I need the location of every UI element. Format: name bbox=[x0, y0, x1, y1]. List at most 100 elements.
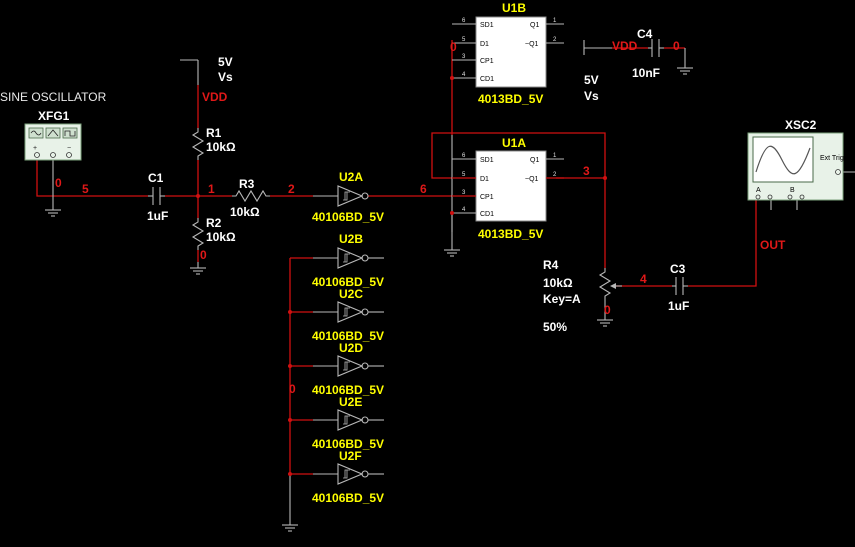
svg-text:1: 1 bbox=[553, 153, 557, 159]
u2e-ref: U2E bbox=[339, 395, 362, 409]
u2a-ref: U2A bbox=[339, 170, 363, 184]
resistor-r2[interactable]: R2 10kΩ bbox=[191, 216, 236, 250]
u2b-part: 40106BD_5V bbox=[312, 275, 384, 289]
xsc2-b-label: B bbox=[790, 187, 795, 194]
r4-key: Key=A bbox=[543, 292, 581, 306]
r4-setting: 50% bbox=[543, 320, 567, 334]
svg-text:SD1: SD1 bbox=[480, 157, 494, 164]
flip-flop-u1b[interactable]: 6 5 3 4 1 2 SD1 D1 CP1 CD1 Q1 ~Q1 U1B 40… bbox=[452, 1, 564, 106]
svg-text:−: − bbox=[67, 145, 71, 152]
r2-value: 10kΩ bbox=[206, 230, 236, 244]
c4-ref: C4 bbox=[637, 27, 653, 41]
xsc2-a-label: A bbox=[756, 187, 761, 194]
inverter-u2a[interactable]: U2A 40106BD_5V bbox=[312, 170, 384, 224]
svg-text:0: 0 bbox=[604, 303, 611, 317]
vdd-net-label: VDD bbox=[202, 90, 228, 104]
svg-text:0: 0 bbox=[450, 40, 457, 54]
r1-ref: R1 bbox=[206, 126, 222, 140]
svg-text:VDD: VDD bbox=[612, 39, 638, 53]
svg-text:6: 6 bbox=[462, 18, 466, 24]
xsc2-ref: XSC2 bbox=[785, 118, 817, 132]
r4-value: 10kΩ bbox=[543, 276, 573, 290]
capacitor-c4[interactable]: C4 10nF bbox=[632, 27, 664, 80]
svg-text:Q1: Q1 bbox=[530, 22, 539, 29]
xsc2-ext-trig: Ext Trig bbox=[820, 155, 844, 162]
svg-text:5: 5 bbox=[462, 37, 466, 43]
resistor-r3[interactable]: R3 10kΩ bbox=[230, 177, 270, 219]
svg-text:~Q1: ~Q1 bbox=[525, 41, 539, 48]
c1-value: 1uF bbox=[147, 209, 168, 223]
ground-icon bbox=[597, 319, 613, 327]
svg-text:~Q1: ~Q1 bbox=[525, 176, 539, 183]
svg-text:4: 4 bbox=[462, 72, 466, 78]
function-generator-xfg1[interactable]: + − XFG1 SINE OSCILLATOR bbox=[0, 90, 107, 161]
svg-text:0: 0 bbox=[200, 248, 207, 262]
ground-wires bbox=[52, 40, 855, 525]
svg-text:5: 5 bbox=[82, 182, 89, 196]
supply-value: 5V bbox=[218, 55, 233, 69]
u1b-part: 4013BD_5V bbox=[478, 92, 543, 106]
svg-text:CP1: CP1 bbox=[480, 58, 494, 65]
svg-text:2: 2 bbox=[553, 37, 557, 43]
u2d-part: 40106BD_5V bbox=[312, 383, 384, 397]
r1-value: 10kΩ bbox=[206, 140, 236, 154]
ground-icon bbox=[282, 524, 298, 532]
flip-flop-u1a[interactable]: 6 5 3 4 1 2 SD1 D1 CP1 CD1 Q1 ~Q1 U1A 40… bbox=[452, 136, 564, 241]
svg-text:4: 4 bbox=[462, 207, 466, 213]
u1a-ref: U1A bbox=[502, 136, 526, 150]
svg-text:CD1: CD1 bbox=[480, 76, 494, 83]
inverter-u2b[interactable]: U2B 40106BD_5V bbox=[312, 232, 384, 289]
supply-value: 5V bbox=[584, 73, 599, 87]
capacitor-c1[interactable]: C1 1uF bbox=[147, 171, 168, 223]
c4-value: 10nF bbox=[632, 66, 660, 80]
ground-icon bbox=[45, 209, 61, 217]
u1b-ref: U1B bbox=[502, 1, 526, 15]
potentiometer-r4[interactable]: R4 10kΩ Key=A 50% bbox=[543, 258, 622, 334]
oscilloscope-xsc2[interactable]: Ext Trig A B XSC2 bbox=[747, 118, 844, 201]
r4-ref: R4 bbox=[543, 258, 559, 272]
svg-text:4: 4 bbox=[640, 272, 647, 286]
resistor-r1[interactable]: R1 10kΩ bbox=[191, 126, 236, 160]
inverter-u2e[interactable]: U2E 40106BD_5V bbox=[312, 395, 384, 451]
u2b-ref: U2B bbox=[339, 232, 363, 246]
junctions bbox=[196, 76, 607, 476]
svg-text:Q1: Q1 bbox=[530, 157, 539, 164]
supply-name: Vs bbox=[584, 89, 599, 103]
wires bbox=[36, 40, 757, 475]
svg-text:SD1: SD1 bbox=[480, 22, 494, 29]
svg-text:6: 6 bbox=[462, 153, 466, 159]
supply-name: Vs bbox=[218, 70, 233, 84]
svg-text:0: 0 bbox=[673, 39, 680, 53]
u2d-ref: U2D bbox=[339, 341, 363, 355]
svg-text:+: + bbox=[33, 145, 37, 152]
svg-text:6: 6 bbox=[420, 182, 427, 196]
svg-text:1: 1 bbox=[553, 18, 557, 24]
capacitor-c3[interactable]: C3 1uF bbox=[668, 262, 689, 313]
svg-text:3: 3 bbox=[583, 164, 590, 178]
r2-ref: R2 bbox=[206, 216, 222, 230]
u2a-part: 40106BD_5V bbox=[312, 210, 384, 224]
svg-text:2: 2 bbox=[288, 182, 295, 196]
r3-value: 10kΩ bbox=[230, 205, 260, 219]
svg-text:D1: D1 bbox=[480, 176, 489, 183]
c3-value: 1uF bbox=[668, 299, 689, 313]
svg-text:0: 0 bbox=[289, 382, 296, 396]
ground-icon bbox=[444, 249, 460, 257]
c3-ref: C3 bbox=[670, 262, 686, 276]
ground-symbols bbox=[45, 67, 693, 532]
c1-ref: C1 bbox=[148, 171, 164, 185]
inverter-u2c[interactable]: U2C 40106BD_5V bbox=[312, 287, 384, 343]
ground-icon bbox=[190, 267, 206, 275]
u1a-part: 4013BD_5V bbox=[478, 227, 543, 241]
inverter-u2f[interactable]: U2F 40106BD_5V bbox=[312, 449, 384, 505]
svg-text:3: 3 bbox=[462, 54, 466, 60]
svg-text:2: 2 bbox=[553, 172, 557, 178]
xfg1-title: SINE OSCILLATOR bbox=[0, 90, 107, 104]
u2c-ref: U2C bbox=[339, 287, 363, 301]
svg-text:1: 1 bbox=[208, 182, 215, 196]
r3-ref: R3 bbox=[239, 177, 255, 191]
inverter-u2d[interactable]: U2D 40106BD_5V bbox=[312, 341, 384, 397]
xfg1-ref: XFG1 bbox=[38, 109, 70, 123]
